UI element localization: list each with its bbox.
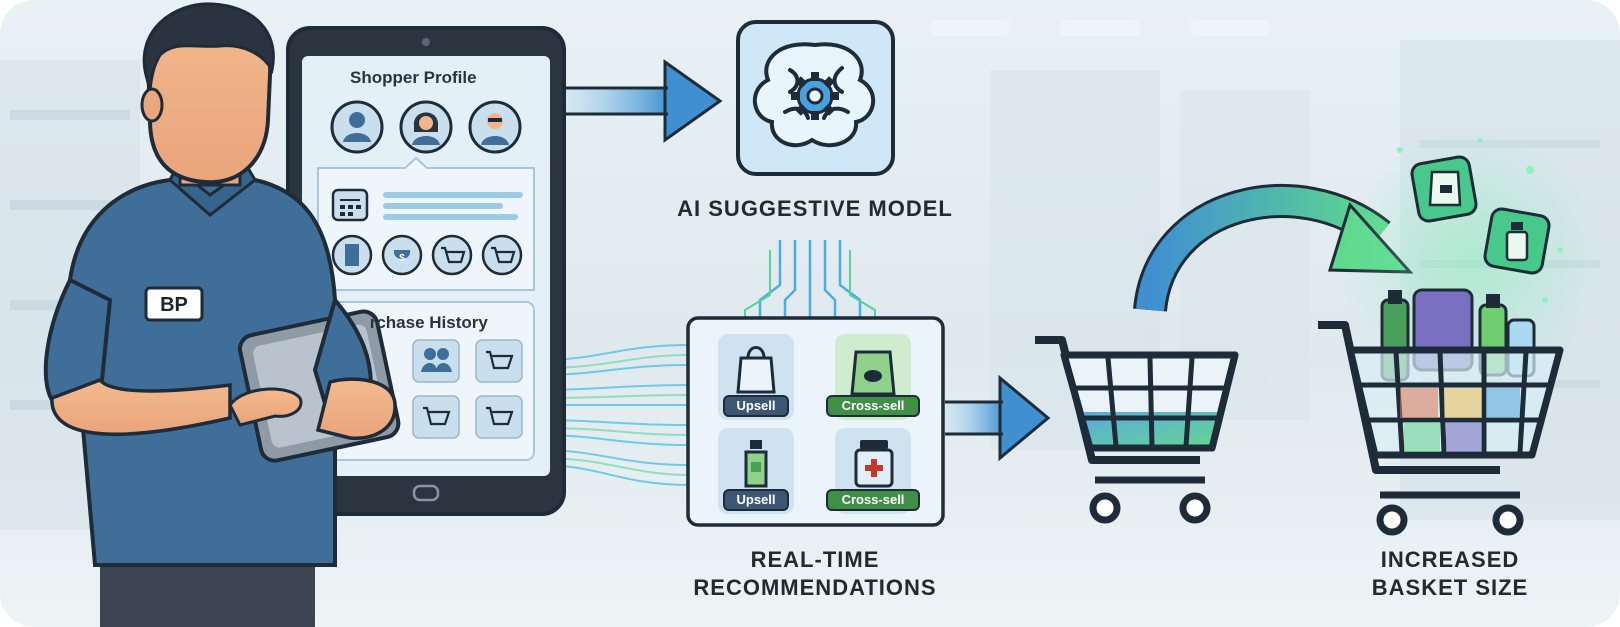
basket-size-label-line2: BASKET SIZE <box>1371 575 1529 600</box>
arrow-to-cart <box>945 374 1051 462</box>
ai-model-label: AI SUGGESTIVE MODEL <box>677 196 953 221</box>
store-employee <box>43 2 401 627</box>
floating-bottle-icon <box>1483 207 1551 275</box>
ai-model-box <box>736 20 895 176</box>
large-tablet: $ <box>286 26 566 516</box>
purchase-history-label: Purchase History <box>370 313 488 332</box>
upsell-badge-2: Upsell <box>736 492 776 507</box>
coffee-bag-icon <box>850 350 896 396</box>
cross-sell-badge-2: Cross-sell <box>841 492 905 507</box>
full-basket-cart <box>1318 130 1600 536</box>
medicine-jar-icon <box>854 440 894 488</box>
recommendations-label-line1: REAL-TIME <box>750 547 880 572</box>
arrow-to-model <box>560 59 723 143</box>
bottle-icon <box>744 440 768 488</box>
basket-size-label: INCREASED BASKET SIZE <box>1320 546 1580 602</box>
shopping-cart-icon <box>1035 336 1239 524</box>
shopper-profile-title: Shopper Profile <box>350 68 477 87</box>
purchase-history-title: Purchase History <box>370 313 530 333</box>
basket-size-label-line1: INCREASED <box>1380 547 1520 572</box>
recommendations-panel <box>686 316 945 527</box>
employee-badge: BP <box>160 294 188 316</box>
floating-coffee-bag-icon <box>1410 155 1478 223</box>
shopping-bag-icon <box>736 346 776 394</box>
cross-sell-badge-1: Cross-sell <box>841 398 905 413</box>
upsell-badge-1: Upsell <box>736 398 776 413</box>
recommendations-label: REAL-TIME RECOMMENDATIONS <box>660 546 970 602</box>
svg-text:$: $ <box>399 253 405 264</box>
recommendations-label-line2: RECOMMENDATIONS <box>693 575 937 600</box>
circuit-lines <box>758 240 862 325</box>
